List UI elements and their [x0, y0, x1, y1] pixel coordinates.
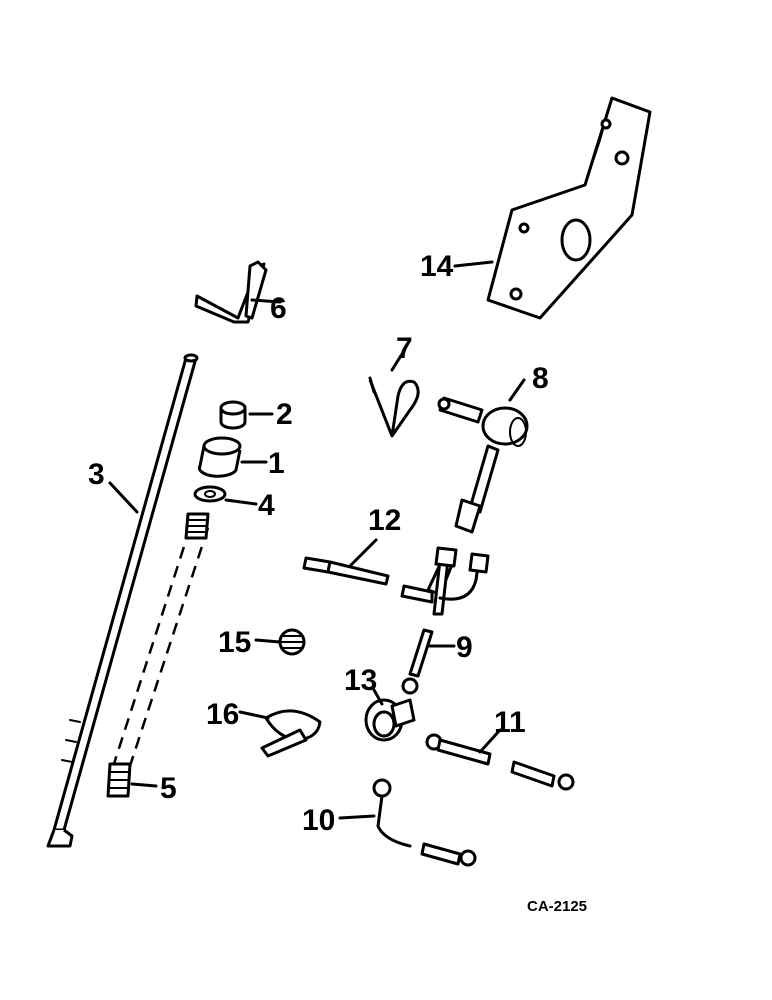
part-8-switch: [437, 378, 529, 534]
part-2-bushing: [219, 400, 274, 430]
callout-6: 6: [270, 292, 287, 325]
callout-13: 13: [344, 664, 377, 697]
part-14-bracket: [453, 96, 652, 320]
part-12-wire-harness: [302, 538, 490, 616]
callout-5: 5: [160, 772, 177, 805]
part-9-wire: [401, 628, 456, 695]
callout-9: 9: [456, 631, 473, 664]
part-13-terminal: [364, 688, 416, 742]
part-5-spring-coils: [106, 762, 158, 798]
part-6-angle-bracket: [194, 260, 282, 324]
part-7-cotter-pin: [368, 352, 420, 438]
callout-11: 11: [494, 706, 526, 739]
part-15-spring: [254, 628, 306, 656]
part-11-wire-leads: [425, 728, 575, 791]
callout-12: 12: [368, 504, 401, 537]
callout-14: 14: [420, 250, 454, 283]
callout-2: 2: [276, 398, 293, 431]
part-3-rod: [46, 353, 199, 848]
callout-4: 4: [258, 489, 275, 522]
callout-16: 16: [206, 698, 239, 731]
callout-3: 3: [88, 458, 105, 491]
part-10-ground-strap: [338, 778, 477, 867]
part-16-clamp: [238, 709, 322, 758]
callout-10: 10: [302, 804, 335, 837]
callout-15: 15: [218, 626, 251, 659]
spring-top-coils: [184, 512, 210, 540]
callout-7: 7: [396, 332, 413, 365]
callout-1: 1: [268, 447, 285, 480]
callout-8: 8: [532, 362, 549, 395]
part-1-sleeve: [197, 436, 268, 478]
spring-outline: [110, 527, 210, 773]
figure-code: CA-2125: [527, 898, 587, 915]
part-4-washer: [193, 485, 258, 506]
